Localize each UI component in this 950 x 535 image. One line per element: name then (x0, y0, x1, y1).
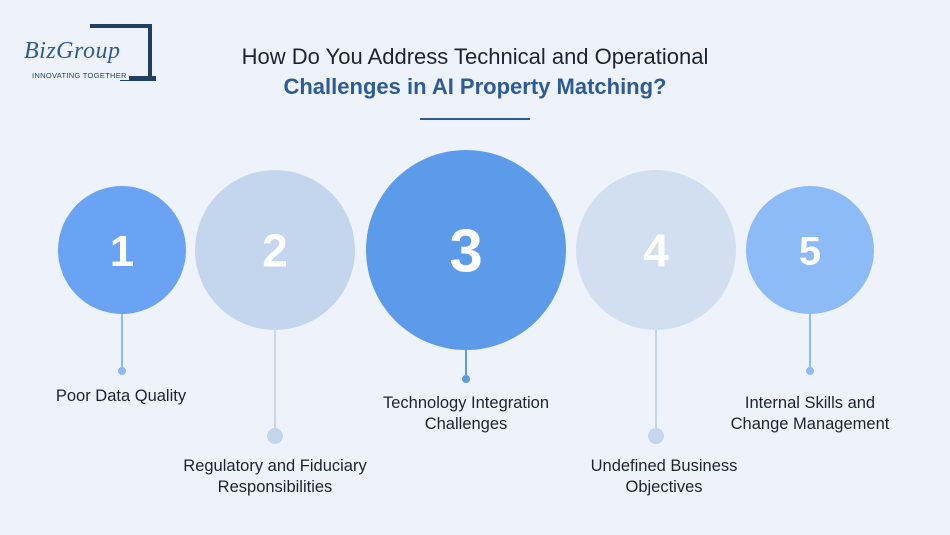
step-2-label-line-2: Responsibilities (217, 478, 333, 496)
step-2-label: Regulatory and Fiduciary Responsibilitie… (160, 456, 390, 498)
step-5-dot (806, 367, 814, 375)
step-4-circle (576, 170, 736, 330)
step-1-circle (58, 186, 186, 314)
step-1-dot (118, 367, 126, 375)
title-line-2: Challenges in AI Property Matching? (283, 74, 667, 99)
step-3-dot (462, 375, 470, 383)
step-4-label-line-2: Objectives (625, 478, 703, 496)
step-4-dot (648, 428, 664, 444)
step-4-number: 4 (643, 225, 669, 277)
step-1-label: Poor Data Quality (45, 386, 197, 407)
step-3-label: Technology Integration Challenges (360, 393, 572, 435)
logo-name: BizGroup (24, 38, 123, 65)
logo-frame-bottom (120, 76, 156, 81)
step-3-number: 3 (449, 218, 482, 285)
step-2-number: 2 (262, 225, 288, 277)
logo-tagline: INNOVATING TOGETHER (30, 71, 129, 80)
step-5-label-line-1: Internal Skills and (744, 394, 876, 412)
step-2-dot (267, 428, 283, 444)
step-2-label-line-1: Regulatory and Fiduciary (183, 457, 367, 475)
step-5-number: 5 (799, 229, 821, 273)
step-4-label: Undefined Business Objectives (570, 456, 758, 498)
page-title: How Do You Address Technical and Operati… (150, 42, 800, 102)
step-1-number: 1 (110, 227, 134, 276)
step-3-label-line-1: Technology Integration (382, 394, 550, 412)
step-4-label-line-1: Undefined Business (590, 457, 738, 475)
step-5-label-line-2: Change Management (730, 415, 890, 433)
step-3-label-line-2: Challenges (424, 415, 508, 433)
logo-frame (90, 24, 152, 80)
step-5-label: Internal Skills and Change Management (710, 393, 910, 435)
bizgroup-logo: BizGroup INNOVATING TOGETHER (22, 24, 157, 84)
step-5-circle (746, 186, 874, 314)
step-3-circle (366, 150, 566, 350)
step-1-label-line-1: Poor Data Quality (55, 387, 187, 405)
step-2-circle (195, 170, 355, 330)
title-line-1: How Do You Address Technical and Operati… (241, 44, 709, 69)
title-underline (420, 118, 530, 120)
